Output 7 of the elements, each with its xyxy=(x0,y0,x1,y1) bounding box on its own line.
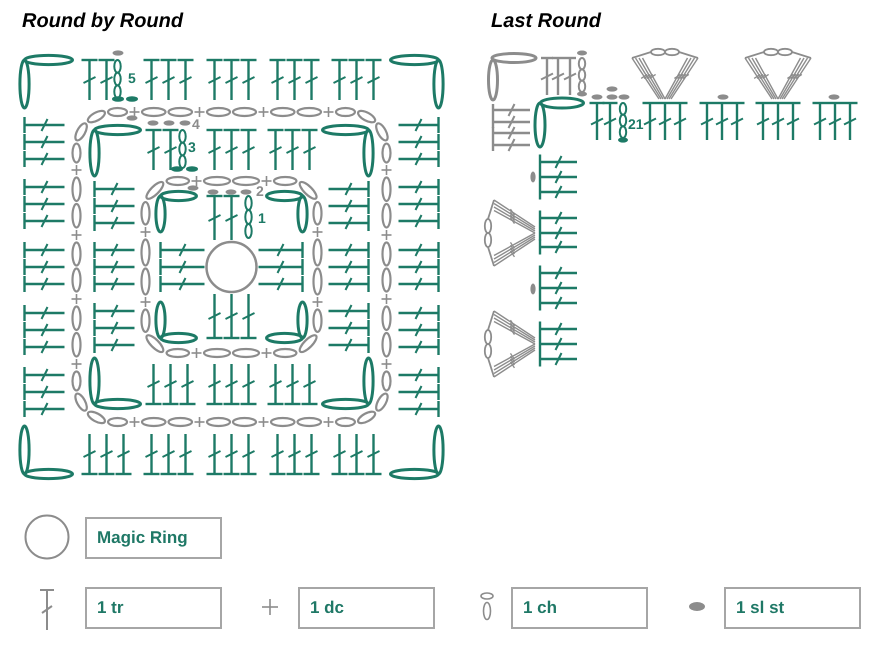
heading: Round by Round xyxy=(22,11,184,31)
legend-label: 1 dc xyxy=(298,587,435,629)
legend-label: 1 ch xyxy=(511,587,648,629)
legend-label: 1 sl st xyxy=(724,587,861,629)
heading: Last Round xyxy=(491,11,601,31)
legend-label: 1 tr xyxy=(85,587,222,629)
legend-label: Magic Ring xyxy=(85,517,222,559)
